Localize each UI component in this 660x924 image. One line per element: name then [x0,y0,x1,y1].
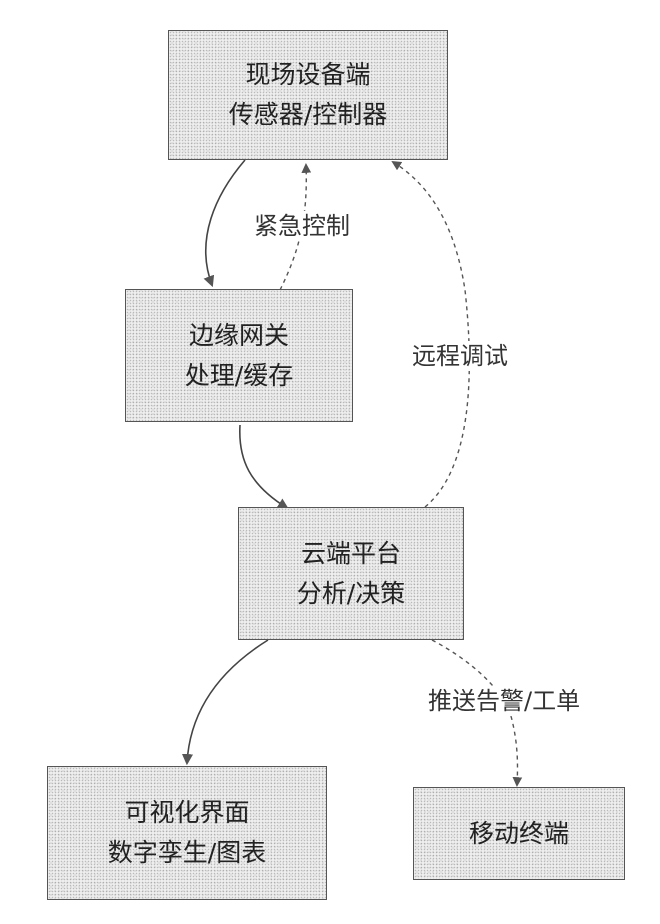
edge-device-to-gateway [206,160,245,285]
edge-label-remote-debug: 远程调试 [408,341,512,371]
node-visual-ui-subtitle: 数字孪生/图表 [108,833,266,873]
node-mobile-terminal: 移动终端 [413,787,625,880]
node-field-device: 现场设备端 传感器/控制器 [168,30,448,160]
node-edge-gateway: 边缘网关 处理/缓存 [125,289,353,422]
edge-label-push-alert: 推送告警/工单 [424,686,584,716]
node-edge-gateway-title: 边缘网关 [189,316,289,356]
node-cloud-platform-subtitle: 分析/决策 [297,574,405,614]
node-edge-gateway-subtitle: 处理/缓存 [185,356,293,396]
edge-cloud-to-visual [187,640,268,763]
node-visual-ui-title: 可视化界面 [124,793,249,833]
edge-gateway-to-cloud [240,425,287,508]
node-cloud-platform-title: 云端平台 [301,534,401,574]
edge-remote-debug [393,162,469,507]
edge-label-emergency-control: 紧急控制 [250,211,354,241]
node-visual-ui: 可视化界面 数字孪生/图表 [47,766,327,900]
node-mobile-terminal-title: 移动终端 [469,814,569,854]
node-cloud-platform: 云端平台 分析/决策 [238,507,464,640]
node-field-device-title: 现场设备端 [245,55,370,95]
node-field-device-subtitle: 传感器/控制器 [229,95,387,135]
